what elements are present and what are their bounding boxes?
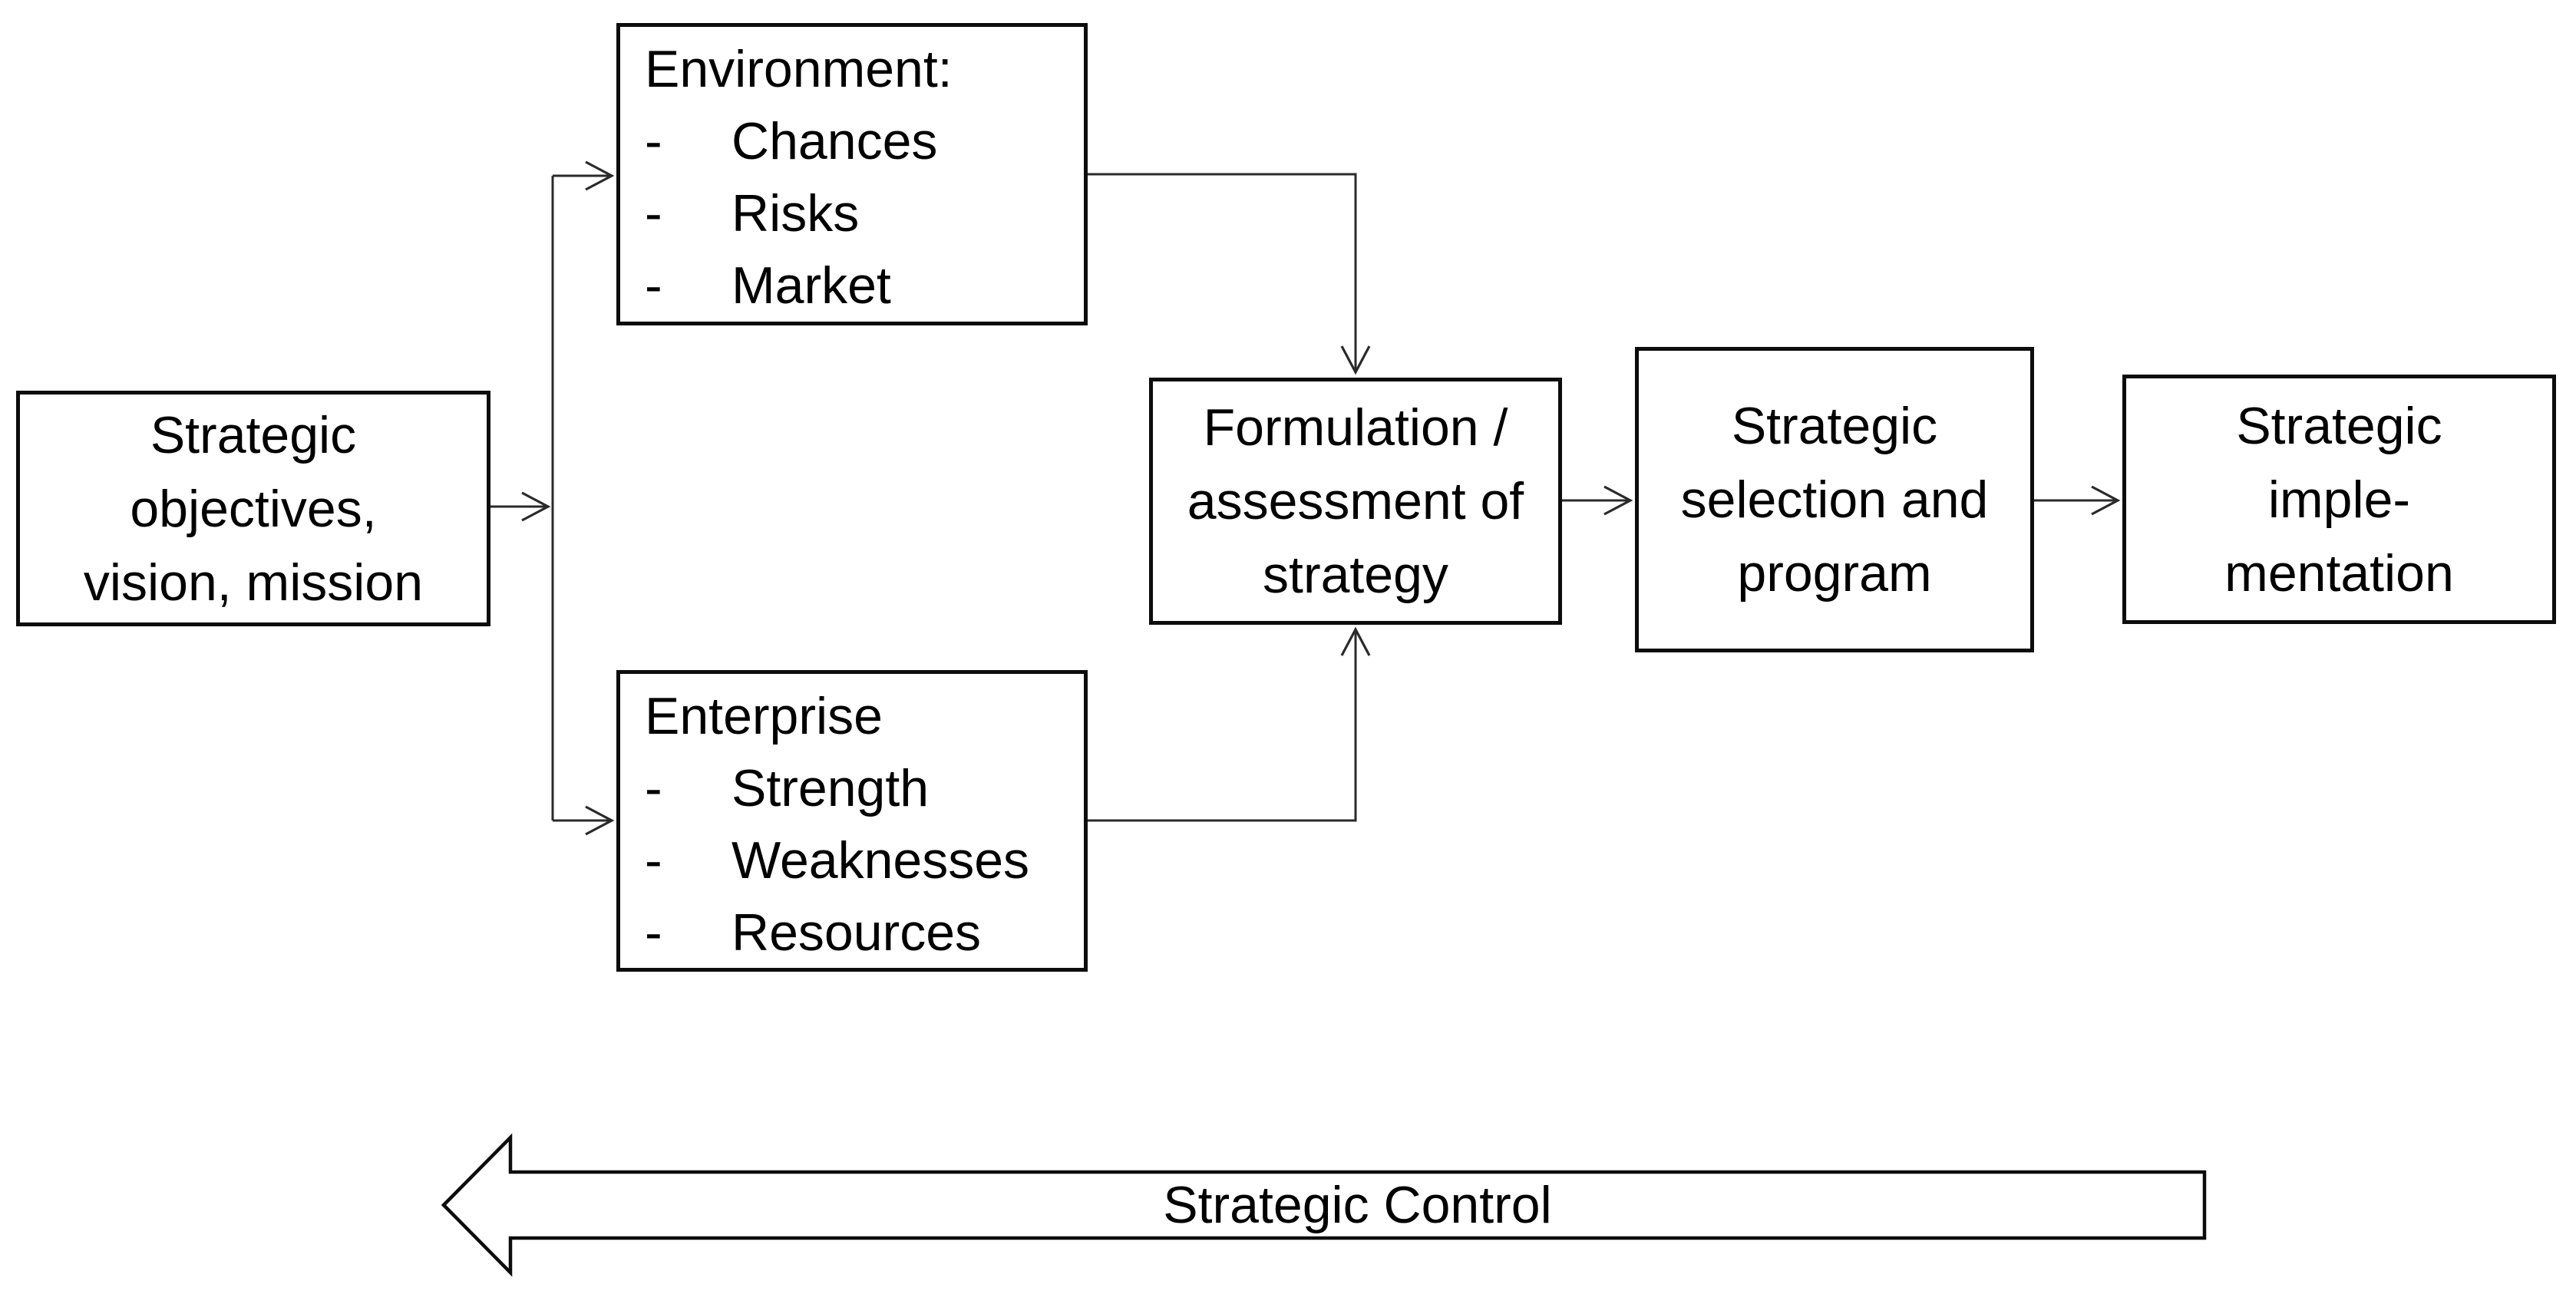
box-formulation-assessment: Formulation / assessment of strategy: [1149, 378, 1562, 625]
bullet-dash: -: [645, 831, 662, 890]
list-item: - Risks: [645, 177, 1072, 249]
box-line: selection and: [1680, 471, 1989, 529]
box-line: Strategic: [1731, 397, 1938, 455]
box-line: strategy: [1263, 546, 1448, 604]
list-item: - Weaknesses: [645, 824, 1072, 896]
list-title: Enterprise: [645, 687, 883, 745]
box-line: imple-: [2267, 470, 2411, 529]
list-item: - Strength: [645, 752, 1072, 824]
list-item: - Resources: [645, 896, 1072, 969]
box-line: vision, mission: [83, 553, 424, 612]
box-strategic-objectives: Strategic objectives, vision, mission: [16, 391, 490, 626]
box-strategic-implementation: Strategic imple- mentation: [2122, 375, 2556, 624]
box-line: Strategic: [2236, 396, 2442, 455]
box-line: assessment of: [1187, 472, 1524, 530]
bullet-dash: -: [645, 184, 662, 243]
bullet-dash: -: [645, 112, 662, 170]
bullet-dash: -: [645, 903, 662, 962]
connector-enterprise-to-formulation: [1086, 626, 1371, 822]
list-item: - Market: [645, 249, 1072, 322]
box-line: objectives,: [130, 479, 377, 538]
box-enterprise: Enterprise - Strength - Weaknesses - Res…: [616, 670, 1088, 972]
strategic-control-arrow-shape: [441, 1133, 2207, 1277]
box-environment: Environment: - Chances - Risks - Market: [616, 23, 1088, 325]
connector-environment-to-formulation: [1086, 173, 1371, 375]
box-line: Strategic: [150, 405, 357, 464]
box-strategic-selection: Strategic selection and program: [1635, 347, 2034, 652]
strategic-control-label: Strategic Control: [1163, 1176, 1552, 1234]
box-line: Formulation /: [1203, 398, 1508, 457]
list-title: Environment:: [645, 40, 953, 98]
bullet-dash: -: [645, 759, 662, 817]
bullet-dash: -: [645, 256, 662, 315]
box-line: mentation: [2224, 543, 2454, 603]
list-item: - Chances: [645, 105, 1072, 177]
box-line: program: [1737, 544, 1932, 603]
